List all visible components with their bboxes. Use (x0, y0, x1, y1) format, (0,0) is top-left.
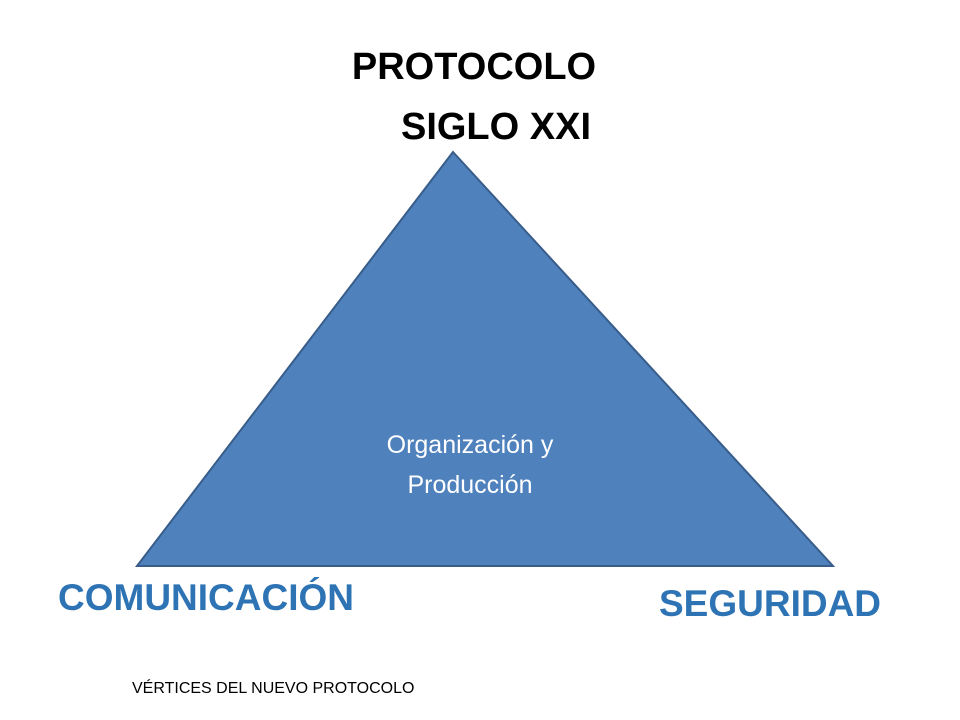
vertex-label-comunicacion: COMUNICACIÓN (58, 577, 354, 618)
title-line-siglo-xxi: SIGLO XXI (400, 106, 592, 148)
triangle-shape (134, 150, 836, 567)
footnote-caption: VÉRTICES DEL NUEVO PROTOCOLO (132, 680, 415, 697)
triangle-center-label: Organización y Producción (330, 425, 610, 505)
vertex-label-seguridad: SEGURIDAD (659, 583, 882, 624)
title-line-protocolo: PROTOCOLO (351, 46, 597, 88)
triangle-label-line2: Producción (407, 471, 533, 499)
triangle-label-line1: Organización y (386, 431, 554, 459)
